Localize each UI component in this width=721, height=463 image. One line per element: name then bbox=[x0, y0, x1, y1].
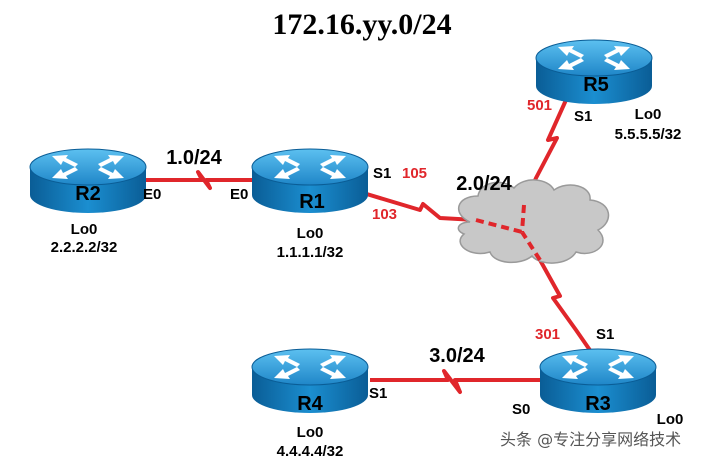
r4-interface-s1: S1 bbox=[369, 385, 387, 402]
subnet-r4-r3: 3.0/24 bbox=[429, 345, 485, 367]
router-r5-name: R5 bbox=[583, 74, 609, 96]
router-r1-name: R1 bbox=[299, 191, 325, 213]
r2-loopback-ip: 2.2.2.2/32 bbox=[51, 239, 118, 256]
link-r3-cloud bbox=[538, 259, 596, 358]
dlci-501: 501 bbox=[527, 97, 552, 114]
r4-loopback-ip: 4.4.4.4/32 bbox=[277, 443, 344, 460]
router-r2-name: R2 bbox=[75, 183, 101, 205]
router-r4-name: R4 bbox=[297, 393, 323, 415]
subnet-r2-r1: 1.0/24 bbox=[166, 147, 222, 169]
r1-interface-e0: E0 bbox=[230, 186, 248, 203]
r5-loopback-ip: 5.5.5.5/32 bbox=[615, 126, 682, 143]
link-r2-r1 bbox=[140, 170, 255, 190]
r2-interface-e0: E0 bbox=[143, 186, 161, 203]
r2-loopback-label: Lo0 bbox=[71, 221, 98, 238]
r4-loopback-label: Lo0 bbox=[297, 424, 324, 441]
r3-interface-s1: S1 bbox=[596, 326, 614, 343]
diagram-title: 172.16.yy.0/24 bbox=[272, 8, 451, 41]
router-r4[interactable]: R4 bbox=[251, 348, 369, 415]
link-r4-r3 bbox=[370, 369, 540, 394]
router-r1[interactable]: R1 bbox=[251, 148, 369, 214]
r1-loopback-ip: 1.1.1.1/32 bbox=[277, 244, 344, 261]
router-r3-name: R3 bbox=[585, 393, 611, 415]
r5-loopback-label: Lo0 bbox=[635, 106, 662, 123]
dlci-105: 105 bbox=[402, 165, 427, 182]
watermark-text: 头条 @专注分享网络技术 bbox=[500, 430, 681, 449]
r5-interface-s1: S1 bbox=[574, 108, 592, 125]
link-r1-cloud bbox=[359, 190, 477, 222]
r3-loopback-label: Lo0 bbox=[657, 411, 684, 428]
dlci-301: 301 bbox=[535, 326, 560, 343]
subnet-frame-relay: 2.0/24 bbox=[456, 173, 512, 195]
router-r5[interactable]: R5 bbox=[535, 39, 653, 105]
dlci-103: 103 bbox=[372, 206, 397, 223]
router-r3[interactable]: R3 bbox=[539, 348, 657, 415]
r3-interface-s0: S0 bbox=[512, 401, 530, 418]
router-r2[interactable]: R2 bbox=[29, 148, 147, 214]
r1-interface-s1: S1 bbox=[373, 165, 391, 182]
r1-loopback-label: Lo0 bbox=[297, 225, 324, 242]
frame-relay-cloud bbox=[457, 179, 610, 264]
